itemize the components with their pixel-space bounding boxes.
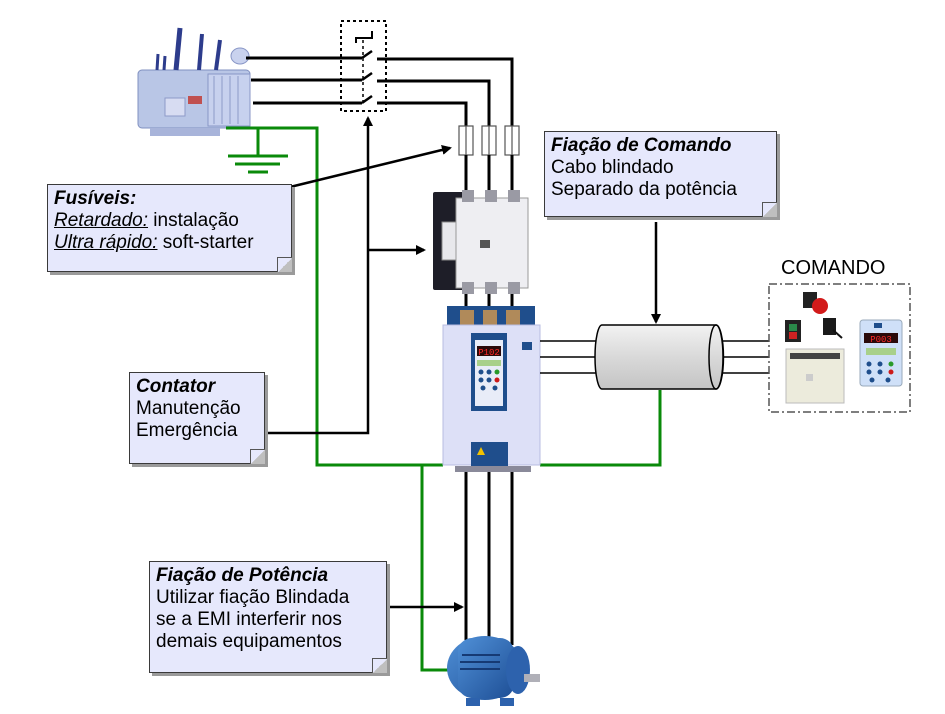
note-potencia-line-1: Utilizar fiação Blindada (156, 587, 350, 608)
motor-icon (447, 636, 540, 706)
note-fusiveis-text-1: instalação (148, 210, 239, 231)
note-potencia-line-3: demais equipamentos (156, 631, 342, 652)
note-fusiveis: Fusíveis: Retardado: instalação Ultra rá… (47, 184, 292, 272)
note-potencia-title: Fiação de Potência (156, 565, 329, 586)
soft-starter-icon: P102 (442, 306, 541, 472)
ground-icon (228, 128, 288, 174)
note-fiacao-potencia: Fiação de Potência Utilizar fiação Blind… (149, 561, 387, 673)
note-fiacao-comando: Fiação de Comando Cabo blindado Separado… (544, 131, 777, 217)
fuse-icon (458, 125, 520, 156)
selector-switch-icon (823, 318, 843, 339)
note-contator-title: Contator (136, 376, 216, 397)
command-wire (540, 340, 770, 374)
command-panel: P003 (768, 283, 911, 413)
contactor-icon (433, 190, 529, 294)
power-wire (464, 472, 514, 645)
shielded-cable-icon (594, 324, 725, 390)
soft-starter-display: P102 (478, 348, 500, 358)
power-wire (246, 49, 514, 135)
note-comando-line-2: Separado da potência (551, 179, 737, 200)
hmi-keypad-icon: P003 (859, 319, 903, 387)
note-fold-icon (277, 257, 292, 272)
transformer-icon (137, 27, 251, 136)
pointer-arrow (265, 116, 661, 612)
note-contator-line-1: Manutenção (136, 398, 241, 419)
ground-wire (226, 126, 662, 672)
note-potencia-line-2: se a EMI interferir nos (156, 609, 342, 630)
note-fusiveis-title: Fusíveis: (54, 188, 137, 209)
note-fold-icon (762, 202, 777, 217)
note-contator-line-2: Emergência (136, 420, 238, 441)
plc-icon (785, 348, 845, 404)
disconnect-switch-icon (340, 20, 387, 112)
emergency-button-icon (803, 292, 828, 314)
note-fold-icon (372, 658, 387, 673)
note-comando-line-1: Cabo blindado (551, 157, 674, 178)
command-panel-label: COMANDO (781, 257, 886, 279)
hmi-display: P003 (870, 335, 892, 345)
note-contator: Contator Manutenção Emergência (129, 372, 265, 464)
note-fusiveis-label-1: Retardado: (54, 210, 149, 231)
note-fusiveis-text-2: soft-starter (157, 232, 254, 253)
start-stop-button-icon (785, 320, 801, 342)
note-fusiveis-label-2: Ultra rápido: (54, 232, 158, 253)
note-comando-title: Fiação de Comando (551, 135, 732, 156)
note-fold-icon (250, 449, 265, 464)
